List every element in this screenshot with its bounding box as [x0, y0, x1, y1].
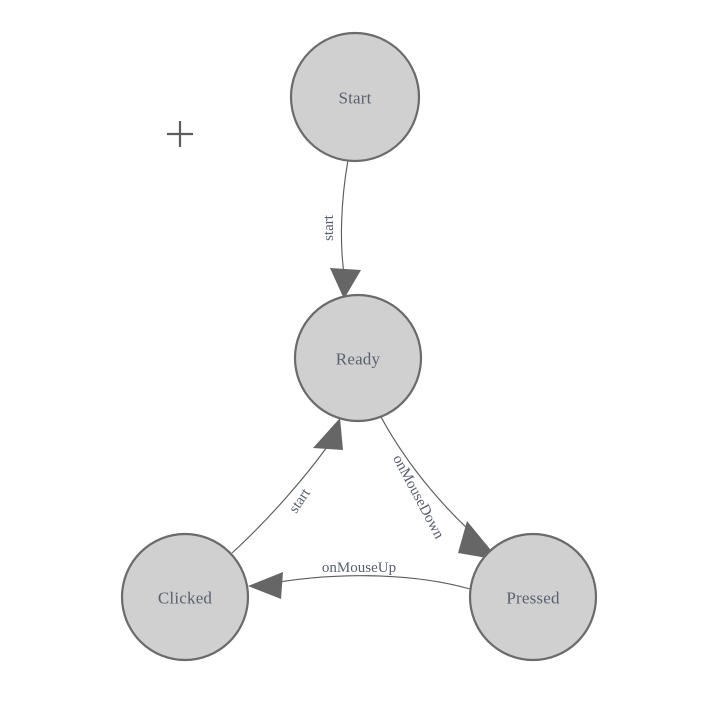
- plus-marker-icon[interactable]: [167, 121, 193, 147]
- node-pressed[interactable]: Pressed: [468, 532, 598, 662]
- edge-line: [231, 446, 328, 554]
- arrowhead-icon: [458, 521, 499, 560]
- node-ready[interactable]: Ready: [293, 293, 423, 423]
- node-label-clicked: Clicked: [158, 589, 213, 608]
- node-circle[interactable]: [293, 293, 423, 423]
- node-circle[interactable]: [468, 532, 598, 662]
- arrowhead-icon: [313, 418, 343, 450]
- edge-line: [261, 575, 471, 590]
- edge-pressed-to-clicked[interactable]: onMouseUp: [248, 560, 471, 599]
- edge-label-start-to-ready: start: [321, 214, 337, 241]
- node-circle[interactable]: [120, 532, 250, 662]
- edge-clicked-to-ready[interactable]: start: [231, 418, 343, 554]
- node-circle[interactable]: [289, 31, 421, 163]
- node-start[interactable]: Start: [289, 31, 421, 163]
- node-label-ready: Ready: [336, 350, 381, 369]
- node-label-start: Start: [338, 89, 371, 108]
- edge-label-ready-to-pressed: onMouseDown: [389, 452, 447, 542]
- edge-start-to-ready[interactable]: start: [321, 159, 361, 299]
- arrowhead-icon: [248, 572, 283, 599]
- edge-ready-to-pressed[interactable]: onMouseDown: [380, 416, 499, 560]
- node-clicked[interactable]: Clicked: [120, 532, 250, 662]
- edge-label-clicked-to-ready: start: [286, 485, 314, 516]
- arrowhead-icon: [330, 268, 361, 299]
- node-label-pressed: Pressed: [506, 589, 560, 608]
- edge-label-pressed-to-clicked: onMouseUp: [322, 560, 396, 576]
- edge-line: [340, 159, 349, 281]
